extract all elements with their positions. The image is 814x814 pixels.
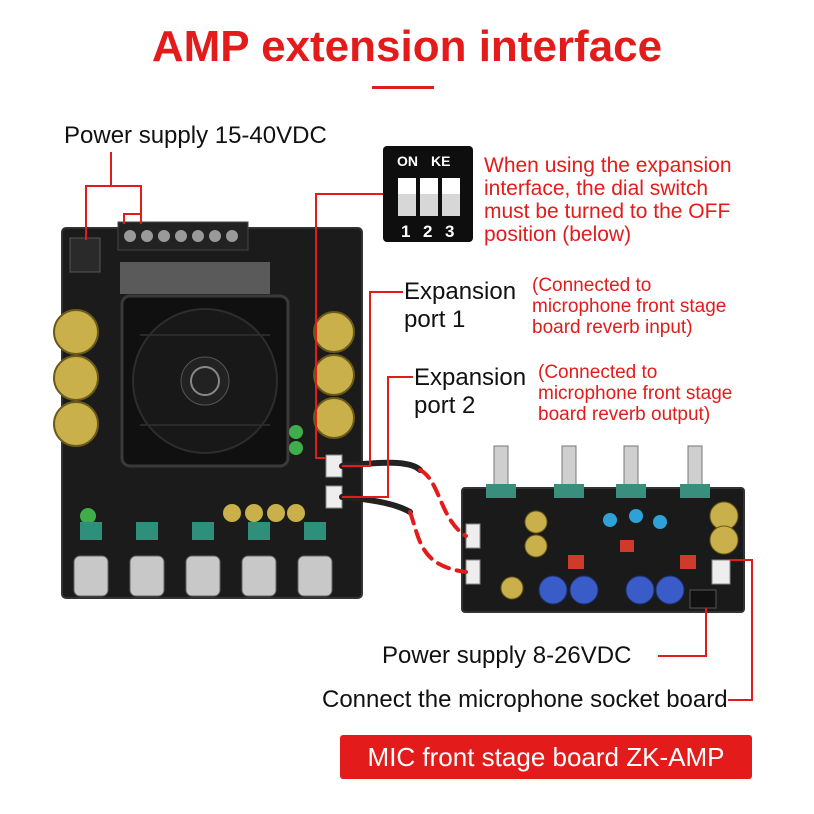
title-underline (372, 86, 434, 89)
expansion-port-1-label: Expansion port 1 (404, 278, 516, 334)
expansion-port-1-line: port 1 (404, 306, 466, 333)
port-2-note-line: (Connected to (538, 362, 658, 383)
expansion-port-2-label: Expansion port 2 (414, 364, 526, 420)
dip-number-1: 1 (401, 222, 410, 241)
dip-switch (383, 146, 473, 242)
expansion-port-2-line: Expansion (414, 364, 527, 391)
expansion-port-1-note: (Connected to microphone front stage boa… (532, 275, 726, 338)
port-2-note-line: board reverb output) (538, 404, 711, 425)
page-title: AMP extension interface (151, 22, 663, 71)
dip-number-3: 3 (445, 222, 454, 241)
port-1-note-line: microphone front stage (532, 296, 727, 317)
switch-note-line: interface, the dial switch (484, 177, 709, 200)
expansion-port-2-note: (Connected to microphone front stage boa… (538, 362, 732, 425)
product-badge: MIC front stage board ZK-AMP (340, 735, 752, 779)
dip-on-label: ON (397, 153, 418, 169)
power-supply-mic-label: Power supply 8-26VDC (382, 642, 632, 669)
expansion-port-2-line: port 2 (414, 392, 476, 419)
dip-ke-label: KE (431, 153, 450, 169)
expansion-port-1-line: Expansion (404, 278, 517, 305)
port-2-note-line: microphone front stage (538, 383, 733, 404)
mic-board (461, 445, 745, 613)
mic-socket-label: Connect the microphone socket board (322, 686, 728, 713)
switch-note: When using the expansion interface, the … (484, 154, 732, 246)
power-supply-main-label: Power supply 15-40VDC (64, 122, 327, 149)
port-1-note-line: (Connected to (532, 275, 652, 296)
switch-note-line: must be turned to the OFF (484, 200, 731, 223)
callout-lines (85, 152, 753, 701)
amplifier-board (53, 221, 363, 599)
switch-note-line: position (below) (484, 223, 632, 246)
switch-note-line: When using the expansion (484, 154, 732, 177)
port-1-note-line: board reverb input) (532, 317, 693, 338)
dip-number-2: 2 (423, 222, 432, 241)
